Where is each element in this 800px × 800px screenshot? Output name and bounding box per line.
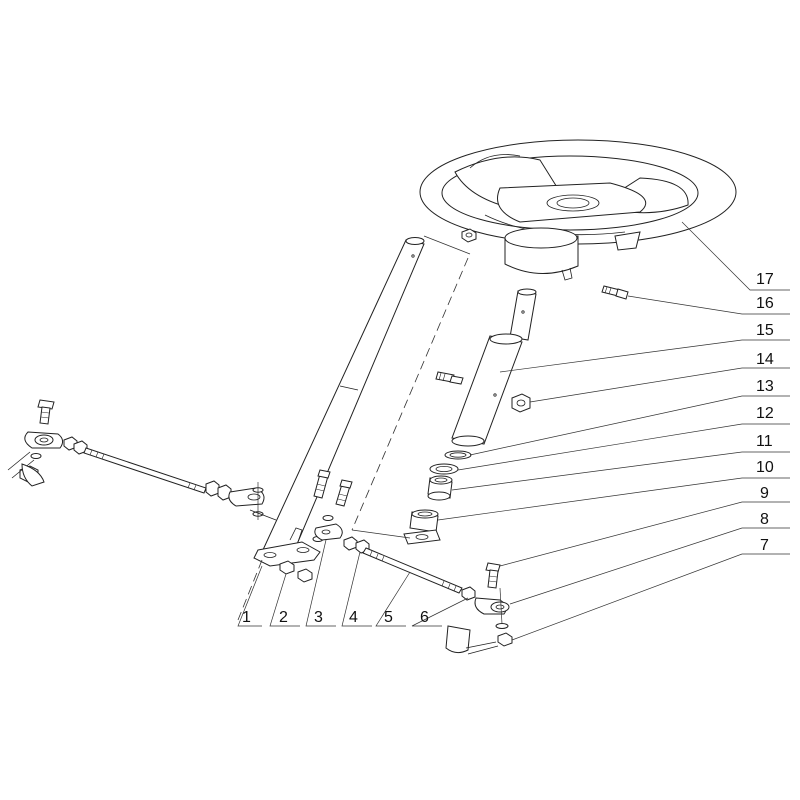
tie-rod-5 [362,547,463,594]
tie-rod-end-left [228,482,277,521]
callout-13: 13 [756,378,774,395]
steering-nut-top [461,228,477,243]
tie-rod-left [83,447,207,494]
column-bracket-line [423,235,471,255]
bushing-10 [403,509,441,545]
drag-link-end-3 [314,523,343,541]
callout-14: 14 [756,351,774,368]
washer-7 [495,623,513,647]
callout-5: 5 [384,609,393,626]
circlip-13 [444,450,472,460]
ball-joint-left [24,431,64,449]
steering-column-tube [253,237,425,567]
callout-12: 12 [756,405,774,422]
nut-6 [461,586,476,601]
callout-15: 15 [756,322,774,339]
assembly-axis-right [351,257,469,531]
callout-16: 16 [756,295,774,312]
callout-2: 2 [279,609,288,626]
assembly-axis-left [237,559,263,621]
callout-17: 17 [756,271,774,288]
callout-9: 9 [760,485,769,502]
callout-4: 4 [349,609,358,626]
leader-lines [237,221,790,641]
spindle-arm-left [7,451,45,487]
callout-11: 11 [756,433,773,450]
bolt-9 [485,562,501,589]
callout-7: 7 [760,537,769,554]
callout-8: 8 [760,511,769,528]
callout-10: 10 [756,459,774,476]
right-axis-line [499,587,503,625]
washer-12 [429,463,459,475]
bolt-left [37,399,55,425]
bolt-3b [335,479,353,507]
callout-6: 6 [420,609,429,626]
left-rod-nuts [205,480,232,501]
steering-wheel [419,139,737,281]
callout-1: 1 [242,609,251,626]
callout-3: 3 [314,609,323,626]
ball-joint-8 [474,597,510,615]
bolt-3a [313,469,331,499]
steering-shaft [451,288,537,447]
spindle-arm-right [445,625,499,655]
nut-14 [511,393,531,413]
bolt-16 [601,285,629,300]
bushing-11 [427,475,453,501]
nuts-2 [279,560,313,583]
column-bracket-line-2 [351,529,411,539]
callout-labels: 1 2 3 4 5 6 7 8 9 10 11 12 13 14 15 16 1… [242,271,774,626]
bolt-14 [435,371,464,385]
